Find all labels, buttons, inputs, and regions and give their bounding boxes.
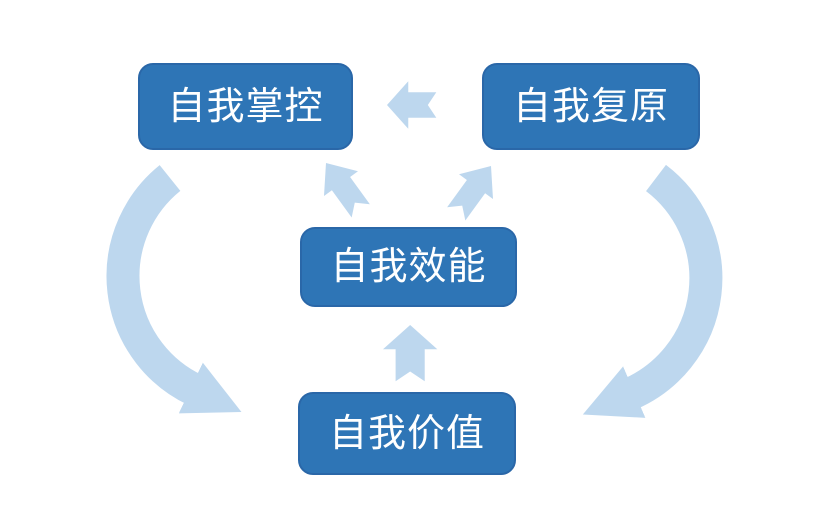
arrow-efficacy-to-mastery — [309, 150, 378, 224]
arrow-efficacy-to-recovery — [439, 153, 508, 227]
node-self-mastery-label: 自我掌控 — [167, 85, 324, 128]
arrow-recovery-to-mastery — [387, 81, 437, 129]
curved-arrow-recovery-to-worth — [582, 164, 723, 418]
node-self-worth-label: 自我价值 — [328, 412, 485, 455]
node-self-recovery: 自我复原 — [482, 63, 700, 150]
node-self-mastery: 自我掌控 — [138, 63, 353, 150]
arrow-worth-to-efficacy — [383, 325, 438, 382]
node-self-worth: 自我价值 — [298, 392, 516, 475]
node-self-efficacy-label: 自我效能 — [330, 246, 487, 288]
node-self-recovery-label: 自我复原 — [512, 85, 669, 128]
node-self-efficacy: 自我效能 — [300, 227, 517, 307]
curved-arrow-mastery-to-worth — [106, 165, 242, 414]
